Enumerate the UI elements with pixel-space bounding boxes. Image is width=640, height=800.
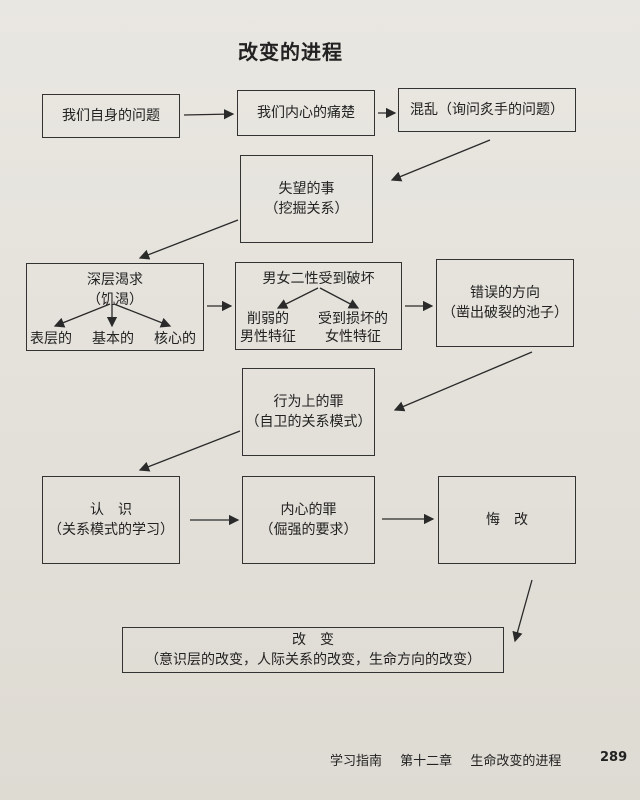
arrow-repent-to-change: [512, 579, 533, 643]
box-change-line1: 改 变: [292, 632, 334, 648]
gender-female-label: 受到损坏的 女性特征: [318, 310, 388, 346]
box-inner-sin-line1: 内心的罪: [280, 502, 337, 518]
box-self-problem-label: 我们自身的问题: [62, 108, 160, 124]
box-gender-damage-line1: 男女二性受到破坏: [262, 271, 375, 287]
thirst-core-label: 核心的: [154, 331, 196, 347]
arrow-wrong-to-behavior: [393, 351, 533, 412]
footer-guide: 学习指南: [330, 754, 383, 769]
branch-thirst-core: [113, 303, 172, 328]
box-repentance-label: 悔 改: [486, 512, 528, 528]
page-number: 289: [600, 750, 628, 765]
branch-gender-female: [319, 287, 360, 309]
box-inner-sin: 内心的罪 （倔强的要求）: [242, 476, 375, 564]
arrow-chaos-to-disappoint: [390, 139, 491, 182]
arrow-self-to-pain: [183, 108, 235, 120]
box-disappointment-line1: 失望的事: [278, 181, 335, 197]
box-disappointment: 失望的事 （挖掘关系）: [240, 155, 373, 243]
box-chaos: 混乱（询问炙手的问题）: [398, 88, 576, 132]
box-recognition-line1: 认 识: [90, 502, 132, 518]
gender-female-line2: 女性特征: [325, 329, 381, 345]
gender-male-line2: 男性特征: [240, 329, 296, 345]
gender-male-line1: 削弱的: [247, 311, 289, 327]
box-gender-damage: 男女二性受到破坏: [235, 262, 402, 350]
gender-male-label: 削弱的 男性特征: [240, 310, 296, 346]
page-footer: 学习指南 第十二章 生命改变的进程: [330, 750, 575, 769]
box-deep-thirst-line2: （饥渴）: [87, 292, 143, 308]
branch-gender-male: [276, 287, 319, 309]
box-inner-pain-label: 我们内心的痛楚: [257, 105, 355, 121]
box-chaos-label: 混乱（询问炙手的问题）: [410, 102, 564, 118]
box-inner-sin-line2: （倔强的要求）: [259, 522, 358, 538]
arrow-behavior-to-recognition: [138, 430, 241, 472]
box-repentance: 悔 改: [438, 476, 576, 564]
thirst-basic-label: 基本的: [92, 331, 134, 347]
box-recognition: 认 识 （关系模式的学习）: [42, 476, 180, 564]
box-behavior-sin: 行为上的罪 （自卫的关系模式）: [242, 368, 375, 456]
box-recognition-line2: （关系模式的学习）: [48, 522, 174, 538]
branch-thirst-surface: [53, 303, 111, 328]
box-disappointment-line2: （挖掘关系）: [264, 201, 349, 217]
box-change-line2: （意识层的改变，人际关系的改变，生命方向的改变）: [145, 652, 481, 668]
box-inner-pain: 我们内心的痛楚: [237, 90, 375, 136]
arrow-disappoint-to-thirst: [138, 219, 239, 260]
thirst-surface-label: 表层的: [30, 331, 72, 347]
diagram-title: 改变的进程: [238, 40, 343, 64]
gender-female-line1: 受到损坏的: [318, 311, 388, 327]
box-behavior-sin-line2: （自卫的关系模式）: [245, 414, 372, 430]
box-deep-thirst: 深层渴求 （饥渴）: [26, 263, 204, 351]
box-change: 改 变 （意识层的改变，人际关系的改变，生命方向的改变）: [122, 627, 504, 673]
box-wrong-direction-line1: 错误的方向: [470, 285, 540, 301]
footer-chapter-title: 生命改变的进程: [470, 754, 562, 769]
footer-chapter: 第十二章: [400, 754, 453, 769]
box-wrong-direction: 错误的方向 （凿出破裂的池子）: [436, 259, 574, 347]
box-deep-thirst-line1: 深层渴求: [87, 272, 143, 288]
box-behavior-sin-line1: 行为上的罪: [273, 394, 344, 410]
box-wrong-direction-line2: （凿出破裂的池子）: [442, 305, 568, 321]
box-self-problem: 我们自身的问题: [42, 94, 180, 138]
